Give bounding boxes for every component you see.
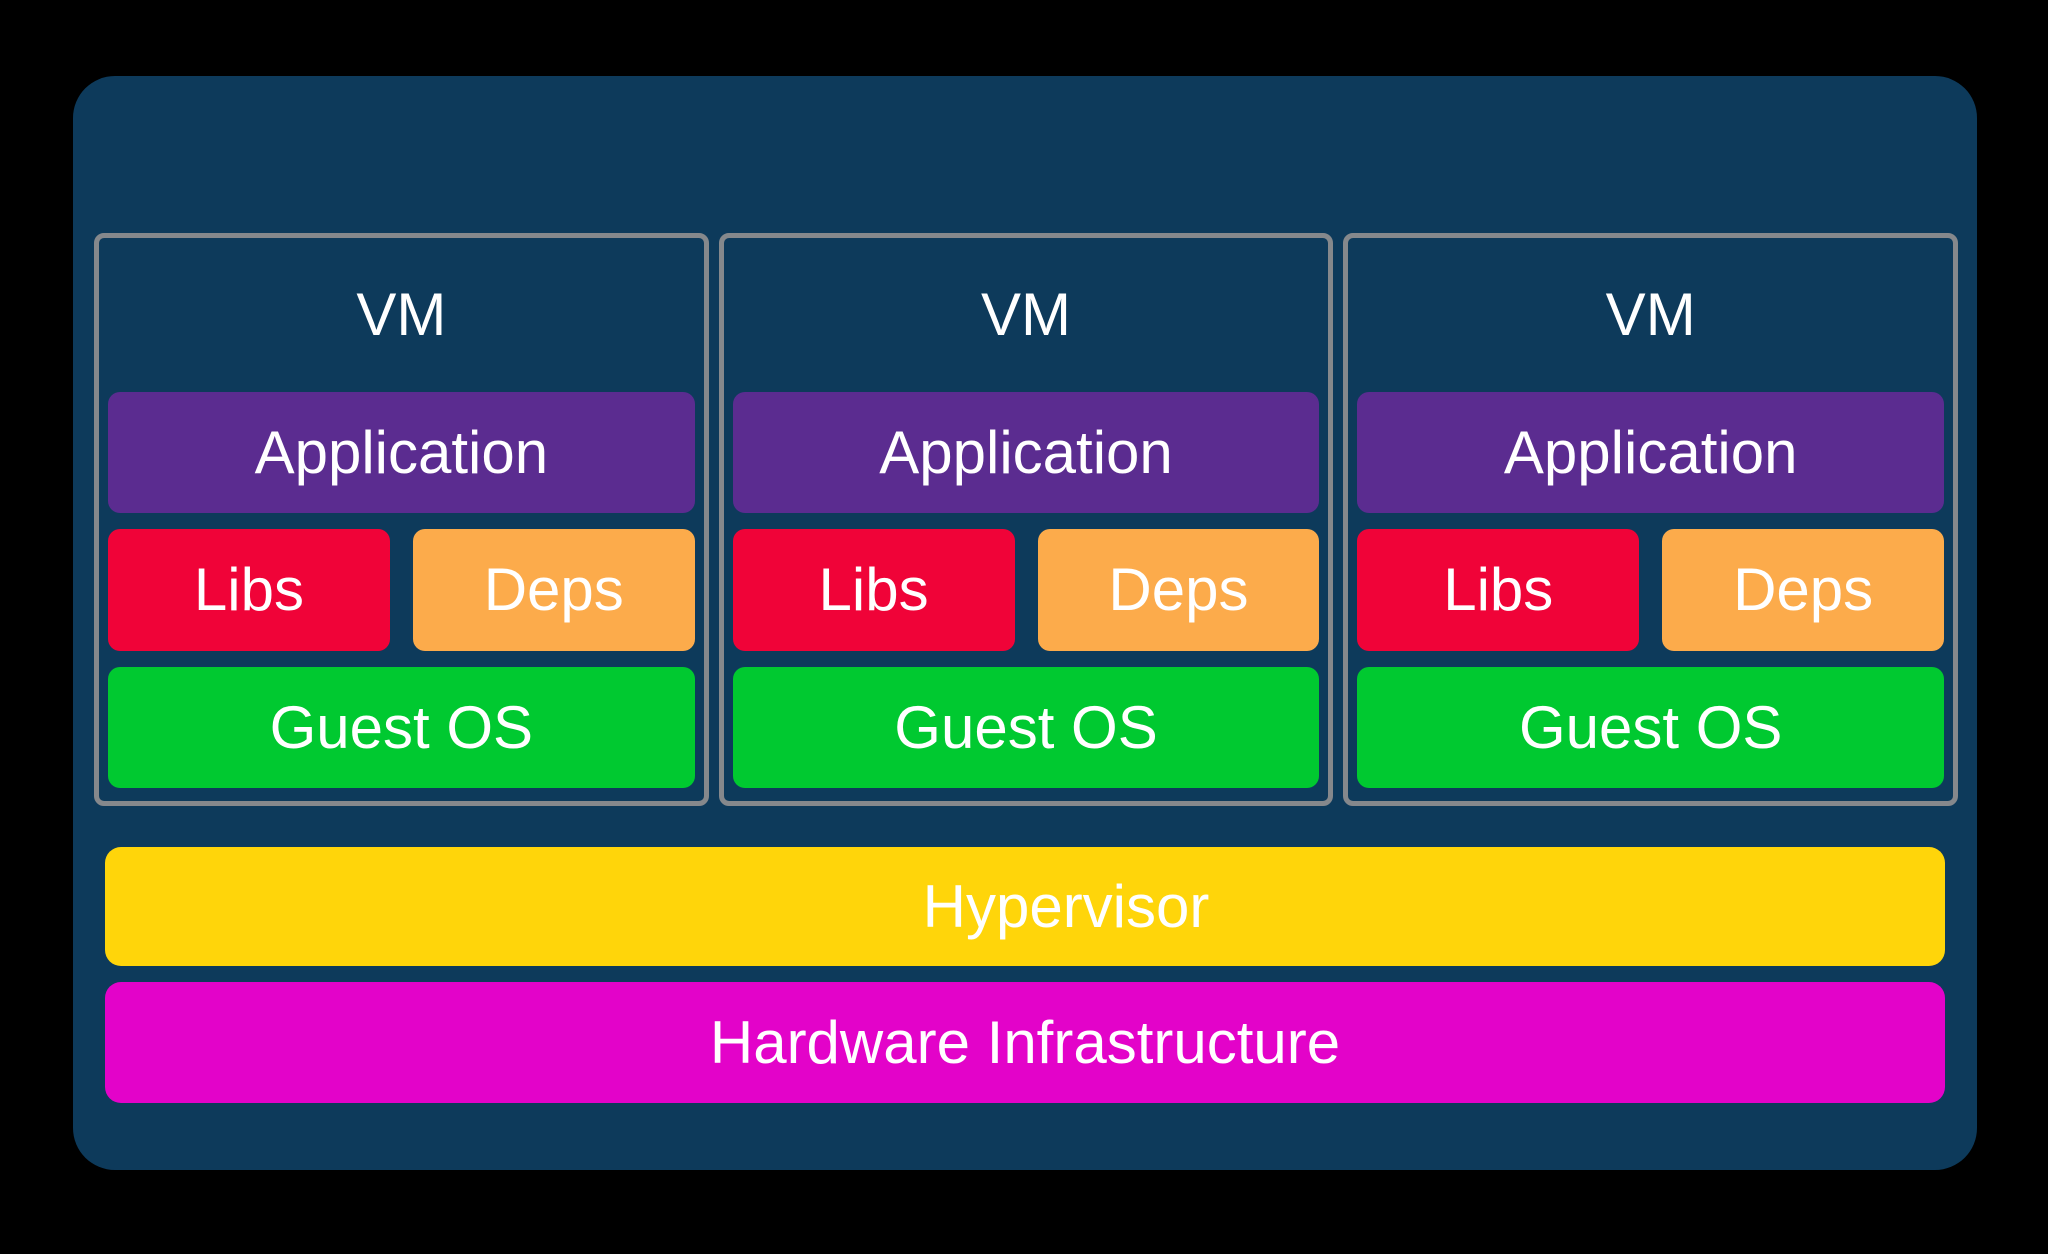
libs-box: Libs — [1357, 529, 1640, 651]
deps-box: Deps — [1037, 529, 1320, 651]
hardware-infrastructure-bar: Hardware Infrastructure — [105, 982, 1945, 1103]
vm-title: VM — [1605, 281, 1696, 348]
libs-box: Libs — [732, 529, 1015, 651]
virtualization-stack-container: VM Application Libs Deps Guest OS VM App… — [73, 76, 1977, 1170]
libs-deps-row: Libs Deps — [732, 529, 1320, 651]
guest-os-box: Guest OS — [732, 667, 1320, 788]
application-box: Application — [1357, 392, 1945, 513]
vm-box-1: VM Application Libs Deps Guest OS — [94, 233, 709, 806]
application-box: Application — [732, 392, 1320, 513]
libs-deps-row: Libs Deps — [1357, 529, 1945, 651]
guest-os-box: Guest OS — [108, 667, 695, 788]
deps-box: Deps — [412, 529, 695, 651]
vm-row: VM Application Libs Deps Guest OS VM App… — [94, 233, 1959, 806]
guest-os-box: Guest OS — [1357, 667, 1945, 788]
vm-box-3: VM Application Libs Deps Guest OS — [1343, 233, 1959, 806]
deps-box: Deps — [1662, 529, 1945, 651]
hypervisor-bar: Hypervisor — [105, 847, 1945, 966]
vm-title: VM — [356, 281, 447, 348]
libs-box: Libs — [108, 529, 390, 651]
vm-box-2: VM Application Libs Deps Guest OS — [718, 233, 1334, 806]
application-box: Application — [108, 392, 695, 513]
vm-title: VM — [981, 281, 1071, 348]
libs-deps-row: Libs Deps — [108, 529, 695, 651]
